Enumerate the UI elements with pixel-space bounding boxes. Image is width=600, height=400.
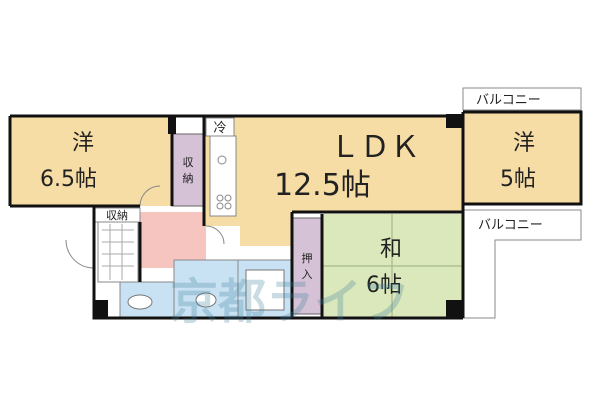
western-right-name: 洋 bbox=[513, 131, 535, 156]
western-left-size: 6.5帖 bbox=[40, 167, 97, 192]
closet-center-label-1: 収 bbox=[183, 156, 194, 169]
fridge-label: 冷 bbox=[213, 121, 226, 136]
balcony-lower-label: バルコニー bbox=[478, 218, 543, 233]
watermark: 京都ライフ bbox=[170, 274, 410, 330]
oshiire-label-2: 入 bbox=[302, 268, 313, 281]
closet-center bbox=[171, 133, 205, 207]
wall-pillar-4 bbox=[446, 300, 464, 318]
balcony-upper-label: バルコニー bbox=[476, 93, 541, 108]
ldk-room bbox=[204, 116, 463, 246]
western-room-left bbox=[10, 116, 172, 206]
kitchen-counter bbox=[209, 135, 237, 217]
door-swing-hall bbox=[65, 239, 95, 269]
genkan bbox=[97, 221, 139, 283]
balcony-upper: バルコニー bbox=[462, 87, 582, 111]
western-left-name: 洋 bbox=[72, 131, 94, 156]
washroom bbox=[173, 259, 239, 319]
door-swing-bath bbox=[205, 225, 225, 245]
fridge bbox=[205, 117, 235, 137]
japanese-size: 6帖 bbox=[366, 273, 402, 298]
ldk-size: 12.5帖 bbox=[274, 168, 371, 203]
ldk-name: ＬＤＫ bbox=[330, 130, 420, 165]
western-room-right bbox=[463, 112, 581, 204]
western-right-size: 5帖 bbox=[500, 167, 536, 192]
wall-pillar-2 bbox=[168, 116, 176, 134]
oshiire-label-1: 押 bbox=[302, 251, 313, 265]
wall-pillar-1 bbox=[446, 114, 464, 128]
wall-pillar-3 bbox=[94, 300, 108, 318]
door-swing-entry bbox=[139, 185, 161, 207]
japanese-name: 和 bbox=[380, 237, 402, 262]
entrance-hall bbox=[140, 212, 206, 268]
closet-left-label: 収納 bbox=[106, 209, 128, 222]
balcony-lower: バルコニー bbox=[462, 209, 582, 319]
closet-center-label-2: 納 bbox=[183, 172, 194, 185]
